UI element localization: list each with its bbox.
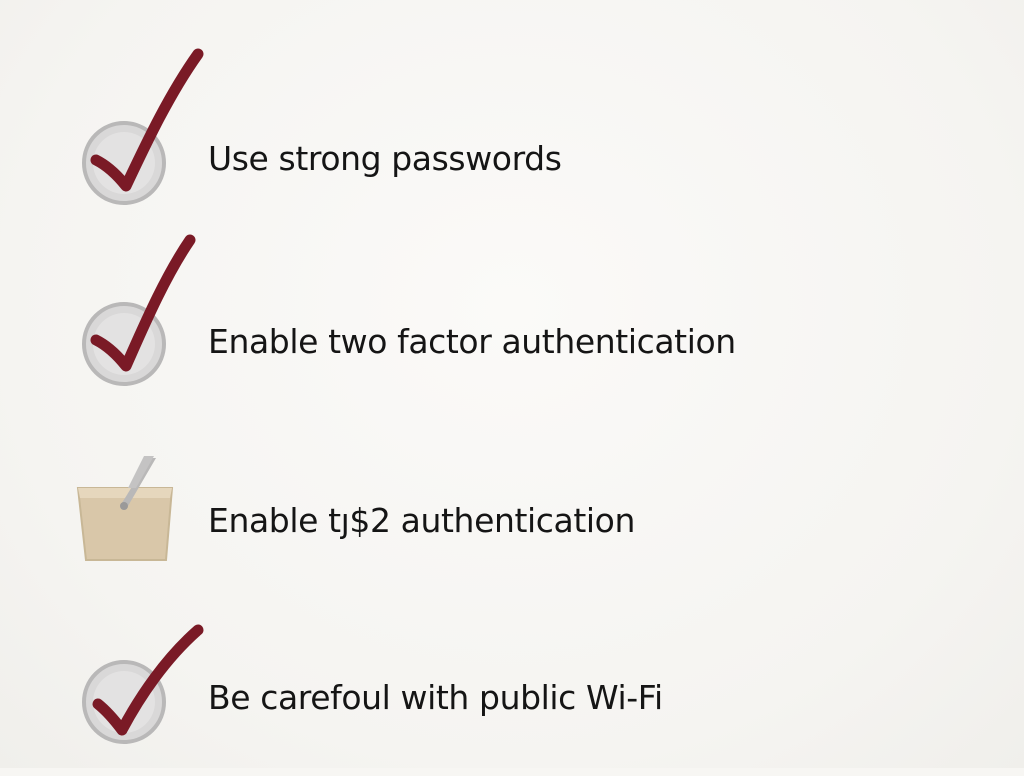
box-icon (66, 440, 216, 600)
list-item: Be carefoul with public Wi-Fi (0, 616, 1024, 776)
item-label: Be carefoul with public Wi-Fi (208, 678, 663, 717)
list-item: Use strong passwords (0, 48, 1024, 208)
item-label: Use strong passwords (208, 139, 562, 178)
check-circle-icon (66, 48, 216, 208)
check-circle-icon (66, 616, 216, 776)
list-item: Enable two factor authentication (0, 232, 1024, 392)
list-item: Enable tȷ$2 authentication (0, 440, 1024, 600)
item-label: Enable two factor authentication (208, 322, 736, 361)
item-label: Enable tȷ$2 authentication (208, 501, 635, 540)
check-circle-icon (66, 232, 216, 392)
